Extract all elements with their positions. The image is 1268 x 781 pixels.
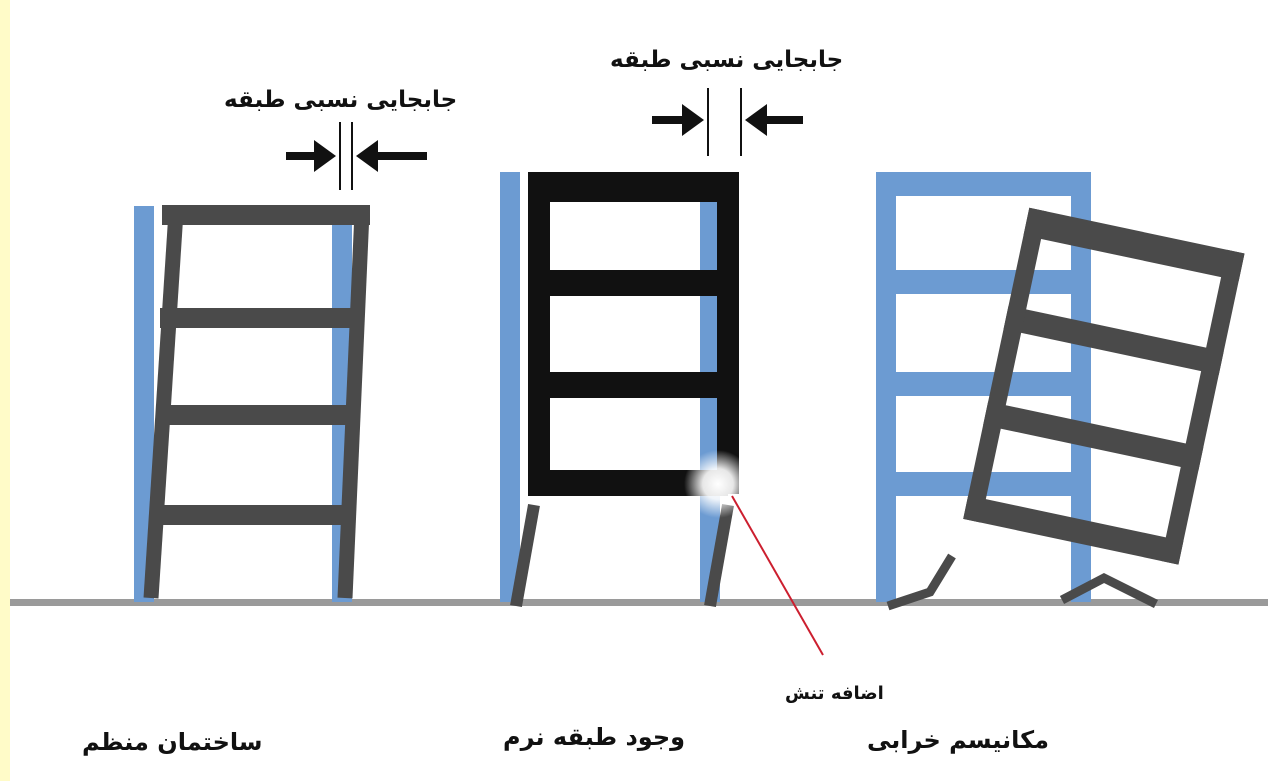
failure-collapsed-frame bbox=[963, 207, 1245, 565]
regular-building-caption: ساختمان منظم bbox=[82, 728, 263, 756]
failure-mechanism-caption: مکانیسم خرابی bbox=[867, 726, 1049, 754]
stress-concentration-label: اضافه تنش bbox=[785, 683, 884, 704]
drift-label-soft-story: جابجایی نسبی طبقه bbox=[610, 47, 844, 73]
ground-line bbox=[10, 599, 1268, 606]
soft-story-drift-marker bbox=[652, 88, 803, 156]
stress-concentration-pointer bbox=[731, 495, 824, 656]
soft-story-deformed-frame bbox=[528, 172, 739, 496]
drift-label-regular: جابجایی نسبی طبقه bbox=[224, 87, 458, 113]
soft-story-building bbox=[500, 88, 824, 656]
failure-mechanism-building bbox=[876, 172, 1245, 611]
regular-building-deformed-frame bbox=[143, 205, 370, 599]
diagram-canvas: جابجایی نسبی طبقه جابجایی نسبی طبقه اضاف… bbox=[10, 0, 1268, 781]
soft-story-leaning-columns bbox=[510, 503, 734, 608]
failure-original-frame bbox=[876, 172, 1091, 602]
soft-story-caption: وجود طبقه نرم bbox=[503, 723, 686, 751]
failure-crushed-columns bbox=[886, 553, 1159, 611]
building-frames-diagram bbox=[10, 88, 1268, 656]
regular-building bbox=[134, 122, 427, 602]
stress-concentration-glow bbox=[684, 450, 752, 518]
regular-building-drift-marker bbox=[286, 122, 427, 190]
